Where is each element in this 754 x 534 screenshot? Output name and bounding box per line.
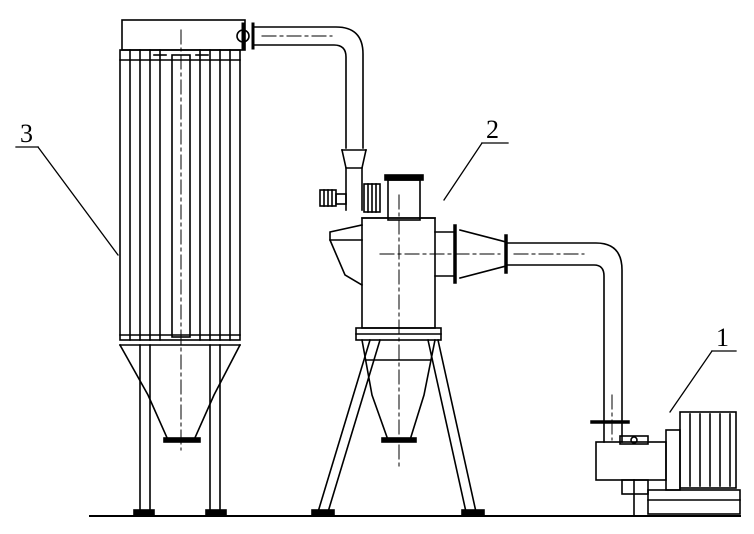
cyclone-separator (311, 174, 508, 516)
lower-duct (505, 242, 630, 441)
fan-unit (595, 411, 741, 517)
label-cyclone: 2 (486, 115, 499, 144)
label-fan: 1 (716, 323, 729, 352)
leader-pointer-1 (669, 350, 713, 413)
upper-duct (252, 26, 367, 211)
bag-filter (118, 19, 255, 516)
leader-pointer-2 (443, 142, 483, 201)
label-filter: 3 (20, 119, 33, 148)
leaders (15, 142, 737, 413)
leader-pointer-3 (37, 146, 119, 256)
